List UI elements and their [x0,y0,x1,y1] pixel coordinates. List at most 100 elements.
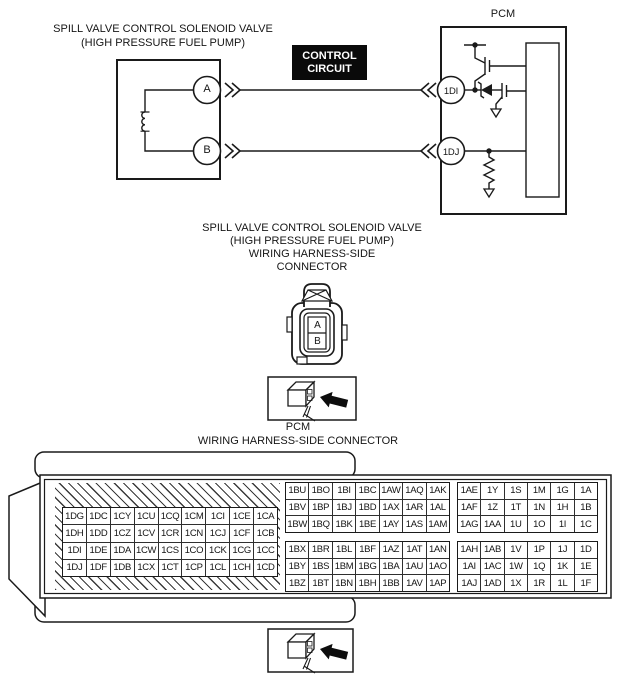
pin-cell: 1DI [63,542,87,559]
pin-cell: 1BK [333,516,357,533]
housing-top-tab [34,451,356,479]
inline-connector-chevrons [224,82,437,159]
pin-cell: 1D [580,544,592,556]
pin-cell: 1CF [230,525,255,542]
solenoid-label-line2: (HIGH PRESSURE FUEL PUMP) [80,37,245,49]
pin-cell: 1CL [206,559,231,576]
pin-cell: 1BV [286,499,310,516]
pin-cell: 1CV [135,525,159,542]
pin-cell: 1BE [356,516,380,533]
terminal-a-label: A [203,83,211,95]
pin-cell: 1DE [87,542,111,559]
pin-cell: 1AP [429,577,447,589]
pcm-box [440,26,567,215]
pin-cell: 1BP [309,499,333,516]
pin-cell: 1CH [230,559,255,576]
pin-cell: 1AI [458,558,482,575]
pin-cell: 1BH [356,575,380,592]
pin-cell: 1AG [458,516,482,533]
pcm-internal-circuit [464,42,560,199]
cavity-a-label: A [314,320,321,331]
pin-cell: 1BR [309,542,333,558]
solenoid-valve-box [116,59,221,180]
pin-cell: 1AF [458,499,482,516]
pin-cell: 1AN [428,544,447,556]
pcm-driver-block [525,42,560,198]
terminal-1di-circle [436,75,466,105]
pin-cell: 1CE [230,508,255,525]
pin-cell: 1CK [206,542,231,559]
pin-cell: 1E [580,561,592,572]
insertion-arrow-icon [320,391,349,408]
pin-cell: 1AE [458,483,482,499]
terminal-1dj-label: 1DJ [442,147,460,158]
pin-cell: 1S [505,483,528,499]
pin-cell: 1BI [333,483,357,499]
pin-cell: 1L [551,575,575,592]
pin-cell: 1AK [429,485,447,497]
pin-cell: 1CQ [159,508,183,525]
housing-body-inner [43,478,608,595]
pin-cell: 1AD [481,575,505,592]
pin-cell: 1DD [87,525,111,542]
pin-cell: 1AL [429,502,446,513]
pin-cell: 1CD [256,562,275,574]
pin-cell: 1BT [309,575,333,592]
solenoid-connector-title-line4: CONNECTOR [276,261,348,273]
pin-cell: 1AO [428,561,447,572]
terminal-a-circle [192,75,222,105]
pin-cell: 1Z [481,499,505,516]
pin-cell: 1BB [380,575,404,592]
pcm-connector-title-line1: PCM [285,421,311,433]
pin-cell: 1AB [481,542,505,558]
pin-cell: 1AX [380,499,404,516]
pin-cell: 1G [551,483,575,499]
connector-plug-icon [286,380,349,422]
pin-cell: 1AV [403,575,427,592]
pin-cell: 1X [505,575,528,592]
pin-cell: 1CZ [111,525,135,542]
pin-cell: 1BN [333,575,357,592]
pin-cell: 1CB [256,527,275,539]
control-circuit-line2: CIRCUIT [307,62,352,75]
pin-cell: 1CT [159,559,183,576]
low-side-transistor-icon [489,83,526,119]
pin-cell: 1AC [481,558,505,575]
terminal-1dj-circle [436,136,466,166]
pin-cell: 1CO [182,542,207,559]
solenoid-connector-face [286,283,348,365]
pin-cell: 1DB [111,559,135,576]
pin-cell: 1F [580,577,592,589]
solenoid-coil [140,89,193,152]
pin-cell: 1A [580,485,592,497]
pin-cell: 1DC [87,508,111,525]
terminal-b-label: B [203,144,211,156]
solenoid-connector-title-line2: (HIGH PRESSURE FUEL PUMP) [229,235,394,247]
pin-cell: 1CG [230,542,255,559]
pin-cell: 1BO [309,483,333,499]
pin-cell: 1BJ [333,499,357,516]
pin-cell: 1B [580,502,592,513]
pin-cell: 1CI [206,508,231,525]
pin-cell: 1AJ [458,575,482,592]
pcm-title: PCM [490,8,516,20]
pin-cell: 1BS [309,558,333,575]
pin-cell: 1BY [286,558,310,575]
pin-cell: 1CW [135,542,159,559]
pin-cell: 1BG [356,558,380,575]
terminal-b-circle [192,136,222,166]
pin-cell: 1T [505,499,528,516]
terminal-1di-label: 1DI [443,86,459,97]
